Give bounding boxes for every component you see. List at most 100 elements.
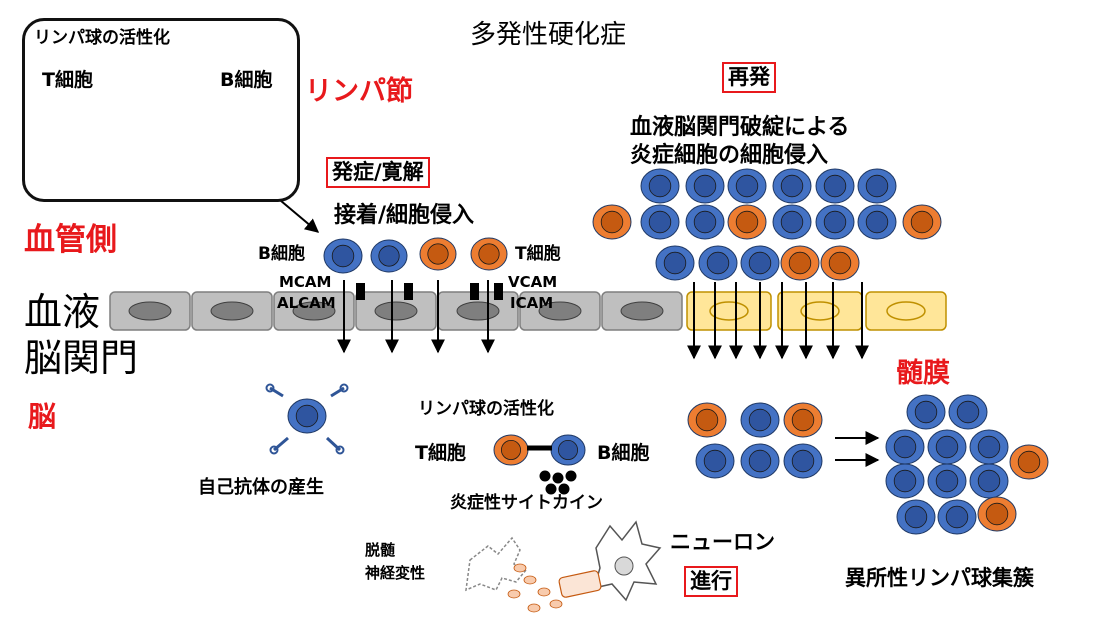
demyelination-line2: 神経変性 (365, 564, 426, 582)
progression-tag: 進行 (684, 566, 738, 597)
cell-nucleus (648, 174, 672, 198)
brain-activation-heading: リンパ球の活性化 (418, 399, 554, 419)
cytokine-dot (558, 483, 570, 495)
cell-nucleus (706, 251, 730, 275)
autoantibody-label: 自己抗体の産生 (198, 477, 324, 498)
relapse-tag: 再発 (722, 62, 776, 93)
cell-nucleus (823, 174, 847, 198)
icam-label: ICAM (510, 294, 554, 312)
cell-nucleus (893, 469, 917, 493)
cytokine-dot (565, 470, 577, 482)
cell-nucleus (748, 408, 772, 432)
cell-nucleus (748, 449, 772, 473)
cell-nucleus (985, 502, 1009, 526)
adhesion-molecule (356, 283, 365, 300)
cell-nucleus (893, 435, 917, 459)
cell-nucleus (378, 245, 400, 267)
disrupted-endothelial-nucleus (709, 301, 749, 321)
adhesion-invasion-label: 接着/細胞侵入 (334, 203, 475, 228)
cell-nucleus (693, 210, 717, 234)
adhesion-molecule (404, 283, 413, 300)
bbb-label-line1: 血液 (24, 290, 101, 334)
cell-nucleus (693, 174, 717, 198)
onset-b-cell-label: B細胞 (258, 244, 305, 264)
inset-t-cell-label: T細胞 (42, 69, 93, 91)
cell-nucleus (977, 435, 1001, 459)
cell-nucleus (945, 505, 969, 529)
cell-nucleus (748, 251, 772, 275)
antibody-icon (265, 383, 275, 393)
diagram-title: 多発性硬化症 (470, 20, 627, 50)
myelin-debris (537, 587, 551, 597)
demyelination-line1: 脱髄 (365, 541, 396, 559)
neuron-label: ニューロン (670, 530, 775, 554)
cell-nucleus (935, 435, 959, 459)
cell-nucleus (828, 251, 852, 275)
cell-nucleus (956, 400, 980, 424)
cell-nucleus (500, 439, 521, 460)
ectopic-aggregate-label: 異所性リンパ球集簇 (845, 566, 1034, 590)
cell-nucleus (904, 505, 928, 529)
cell-nucleus (735, 174, 759, 198)
brain-b-cell-label: B細胞 (597, 442, 650, 464)
myelin-debris (527, 603, 541, 613)
myelin-segment (558, 570, 602, 598)
endothelial-nucleus (456, 301, 500, 321)
cell-nucleus (735, 210, 759, 234)
antibody-icon (269, 386, 284, 398)
vcam-label: VCAM (508, 273, 558, 291)
myelin-debris (507, 589, 521, 599)
brain-label: 脳 (28, 400, 57, 433)
cytokine-dot (545, 483, 557, 495)
endothelial-nucleus (128, 301, 172, 321)
mcam-label: MCAM (279, 273, 332, 291)
meninges-label: 髄膜 (896, 358, 950, 389)
neuron-nucleus (614, 556, 634, 576)
cell-nucleus (914, 400, 938, 424)
lymph-node-activation-box (22, 18, 300, 202)
cell-nucleus (695, 408, 719, 432)
cell-nucleus (791, 449, 815, 473)
disrupted-endothelial-nucleus (886, 301, 926, 321)
cell-nucleus (791, 408, 815, 432)
cell-nucleus (427, 243, 449, 265)
antibody-icon (269, 445, 279, 455)
disrupted-endothelial-nucleus (800, 301, 840, 321)
cell-nucleus (780, 174, 804, 198)
cell-nucleus (648, 210, 672, 234)
inset-b-cell-label: B細胞 (220, 69, 273, 91)
cell-nucleus (788, 251, 812, 275)
adhesion-molecule (470, 283, 479, 300)
cell-nucleus (935, 469, 959, 493)
endothelial-nucleus (292, 301, 336, 321)
bbb-label-line2: 脳関門 (24, 336, 139, 380)
antibody-icon (339, 383, 349, 393)
adhesion-molecules (356, 283, 503, 300)
lymph-node-label: リンパ節 (305, 76, 413, 107)
cell-nucleus (703, 449, 727, 473)
cell-nucleus (558, 439, 579, 460)
endothelial-nucleus (620, 301, 664, 321)
myelin-debris (549, 599, 563, 609)
cell-nucleus (977, 469, 1001, 493)
cytokine-dot (552, 472, 564, 484)
cell-nucleus (600, 210, 624, 234)
misc-shapes (144, 98, 880, 613)
cell-nucleus (823, 210, 847, 234)
cytokine-dot (539, 470, 551, 482)
onset-t-cell-label: T細胞 (515, 244, 561, 264)
cell-nucleus (780, 210, 804, 234)
cell-nucleus (295, 404, 319, 428)
endothelial-nucleus (538, 301, 582, 321)
cell-nucleus (1017, 450, 1041, 474)
endothelial-nucleus (374, 301, 418, 321)
antibody-icon (330, 386, 345, 398)
cell-nucleus (910, 210, 934, 234)
myelin-debris (513, 563, 527, 573)
cytokine-label: 炎症性サイトカイン (450, 493, 603, 513)
alcam-label: ALCAM (277, 294, 336, 312)
vessel-side-label: 血管側 (24, 222, 117, 258)
migration-arrows (337, 280, 869, 360)
adhesion-molecule (494, 283, 503, 300)
relapse-line1: 血液脳関門破綻による (630, 115, 850, 140)
